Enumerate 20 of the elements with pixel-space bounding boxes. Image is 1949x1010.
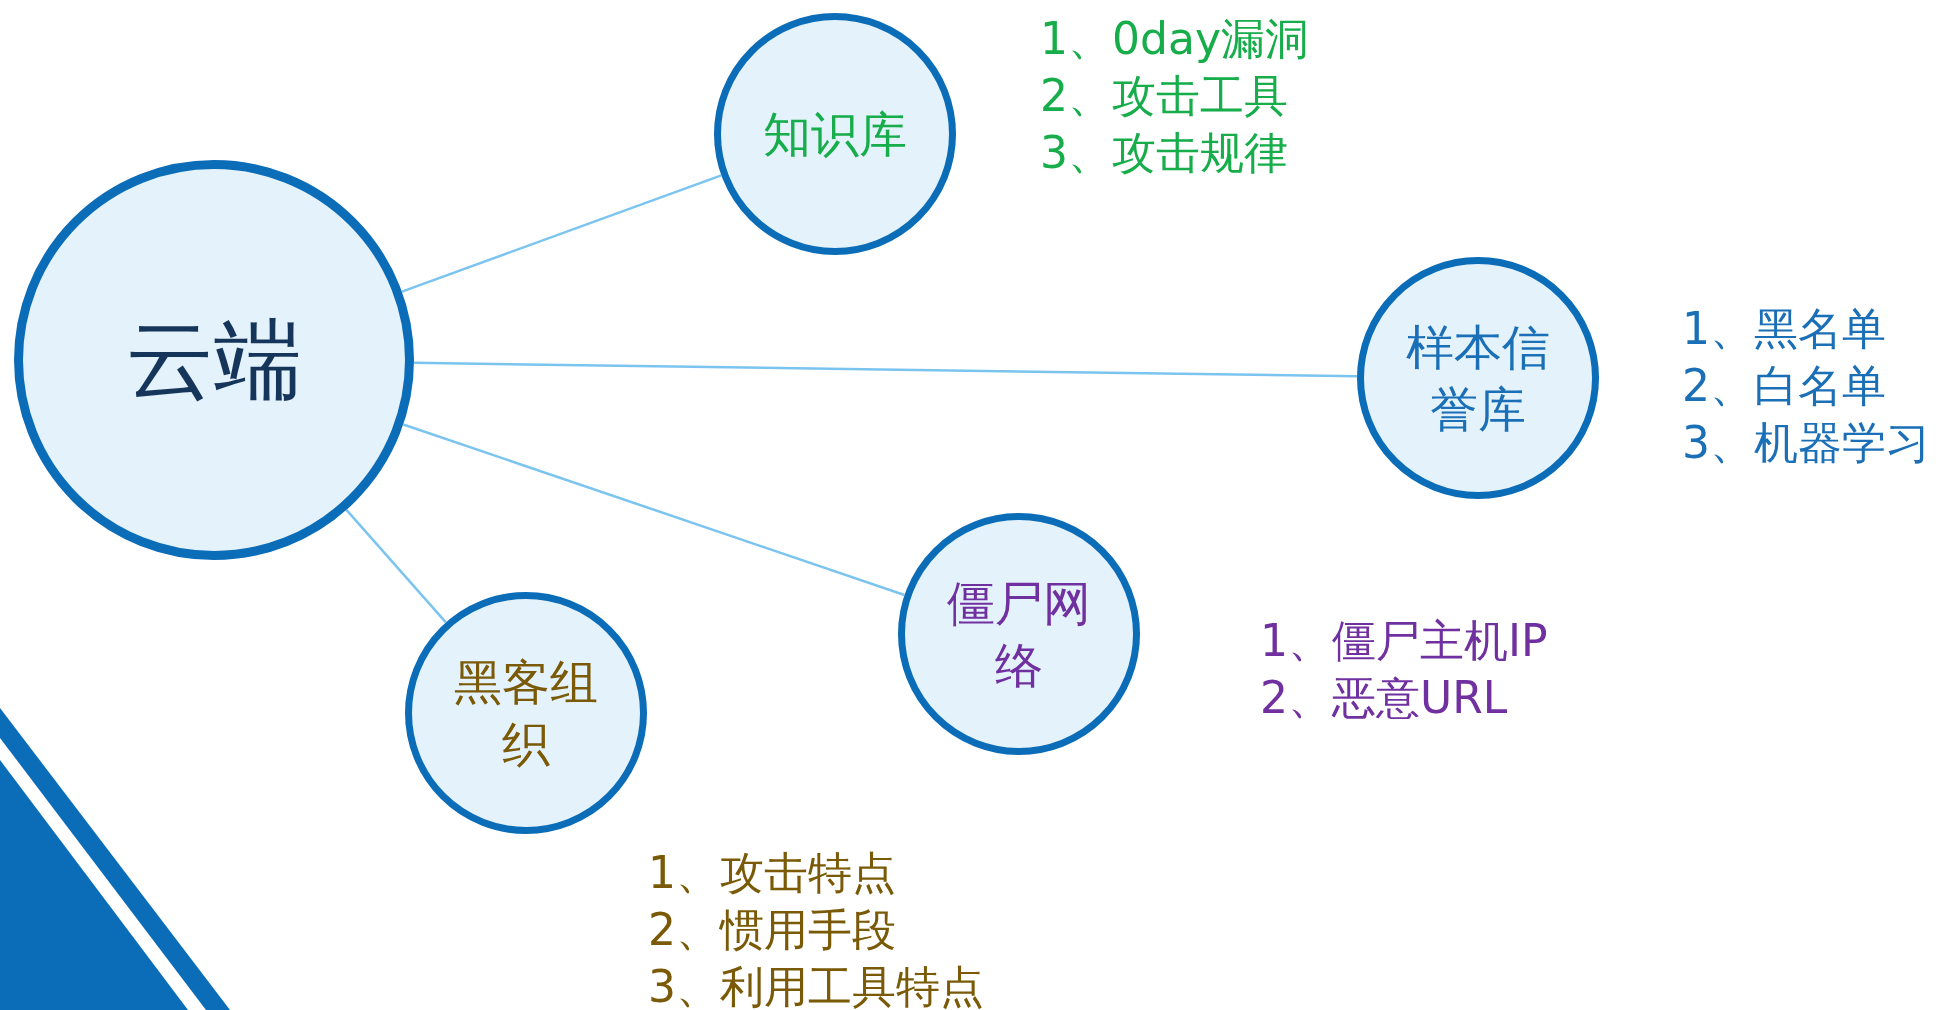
list-item: 1、攻击特点 (648, 846, 896, 900)
list-item: 3、机器学习 (1682, 416, 1930, 470)
list-item: 1、僵尸主机IP (1260, 614, 1548, 668)
list-item: 2、恶意URL (1260, 671, 1508, 725)
connector-line (402, 423, 905, 597)
list-item: 1、黑名单 (1682, 302, 1886, 356)
connector-line (401, 174, 722, 293)
list-item: 2、白名单 (1682, 359, 1886, 413)
list-item: 3、攻击规律 (1040, 126, 1288, 180)
connector-line (413, 361, 1358, 378)
list-item: 2、攻击工具 (1040, 69, 1288, 123)
node-label: 黑客组织 (453, 652, 599, 774)
list-item: 3、利用工具特点 (648, 960, 984, 1010)
list-item: 2、惯用手段 (648, 903, 896, 957)
node-label: 云端 (126, 306, 302, 413)
connector-line (345, 509, 447, 624)
node-label: 僵尸网络 (946, 573, 1092, 695)
list-item: 1、0day漏洞 (1040, 12, 1309, 66)
node-label: 样本信誉库 (1405, 317, 1551, 439)
node-label: 知识库 (763, 104, 907, 164)
